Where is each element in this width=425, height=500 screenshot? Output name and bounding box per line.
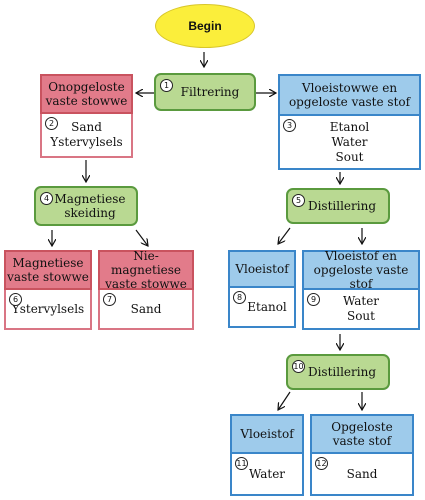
box-magnetic-solids-title: Magnetiese vaste stowwe: [4, 250, 92, 290]
step-number-badge: 1: [160, 79, 173, 92]
box-title: Opgeloste vaste stof: [331, 420, 393, 448]
arrow-distil2-to-liquid: [278, 391, 291, 410]
step-label: Magnetiese skeiding: [54, 192, 126, 220]
begin-node: Begin: [155, 4, 255, 48]
box-number-badge: 9: [307, 293, 320, 306]
box-content: Sand: [130, 301, 162, 316]
box-undissolved-solids-title: Onopgeloste vaste stowwe: [40, 74, 133, 114]
box-title: Magnetiese vaste stowwe: [7, 256, 89, 284]
box-number-badge: 2: [45, 117, 58, 130]
box-number-badge: 12: [315, 457, 328, 470]
step-filtrering: 1 Filtrering: [154, 73, 256, 111]
step-number-badge: 10: [292, 360, 305, 373]
box-number-badge: 8: [233, 291, 246, 304]
box-liquids-dissolved-title: Vloeistowwe en opgeloste vaste stof: [278, 74, 421, 116]
box-number-badge: 3: [283, 119, 296, 132]
box-content: Etanol Water Sout: [329, 119, 370, 164]
box-content: Ystervylsels: [11, 301, 85, 316]
step-label: Distillering: [307, 365, 377, 379]
box-dissolved-solid-title: Opgeloste vaste stof: [310, 414, 414, 454]
step-number-badge: 5: [292, 194, 305, 207]
arrow-magnetic-to-right: [135, 229, 148, 246]
box-magnetic-solids-content: 6 Ystervylsels: [4, 290, 92, 330]
box-content: Sand Ystervylsels: [50, 120, 123, 149]
box-title: Vloeistof en opgeloste vaste stof: [313, 249, 409, 291]
step-label: Distillering: [307, 199, 377, 213]
box-title: Vloeistowwe en opgeloste vaste stof: [288, 81, 411, 109]
step-distillation-1: 5 Distillering: [286, 188, 390, 224]
step-distillation-2: 10 Distillering: [286, 354, 390, 390]
step-number-badge: 4: [40, 192, 53, 205]
box-title: Onopgeloste vaste stowwe: [45, 80, 128, 108]
box-nonmagnetic-solids-title: Nie-magnetiese vaste stowwe: [98, 249, 194, 291]
box-number-badge: 11: [235, 457, 248, 470]
box-content: Water Sout: [342, 294, 380, 323]
box-liquid-water-title: Vloeistof: [230, 414, 304, 454]
box-liquid-ethanol-content: 8 Etanol: [228, 288, 296, 328]
box-content: Sand: [346, 466, 378, 481]
step-magnetic-separation: 4 Magnetiese skeiding: [34, 186, 138, 226]
box-content: Water: [248, 466, 286, 481]
arrow-distil-to-liquid: [278, 227, 291, 244]
begin-label: Begin: [188, 19, 222, 33]
box-liquid-water-content: 11 Water: [230, 454, 304, 496]
box-dissolved-solid-content: 12 Sand: [310, 454, 414, 496]
box-content: Etanol: [247, 299, 287, 314]
step-label: Filtrering: [180, 85, 240, 99]
box-title: Nie-magnetiese vaste stowwe: [105, 249, 187, 291]
box-liquids-dissolved-content: 3 Etanol Water Sout: [278, 116, 421, 170]
box-title: Vloeistof: [235, 262, 289, 276]
box-nonmagnetic-solids-content: 7 Sand: [98, 290, 194, 330]
box-number-badge: 6: [9, 293, 22, 306]
box-liquid-dissolved-content: 9 Water Sout: [302, 290, 420, 330]
box-number-badge: 7: [103, 293, 116, 306]
box-liquid-ethanol-title: Vloeistof: [228, 250, 296, 288]
box-undissolved-solids-content: 2 Sand Ystervylsels: [40, 114, 133, 158]
box-liquid-dissolved-title: Vloeistof en opgeloste vaste stof: [302, 249, 420, 291]
box-title: Vloeistof: [240, 427, 294, 441]
